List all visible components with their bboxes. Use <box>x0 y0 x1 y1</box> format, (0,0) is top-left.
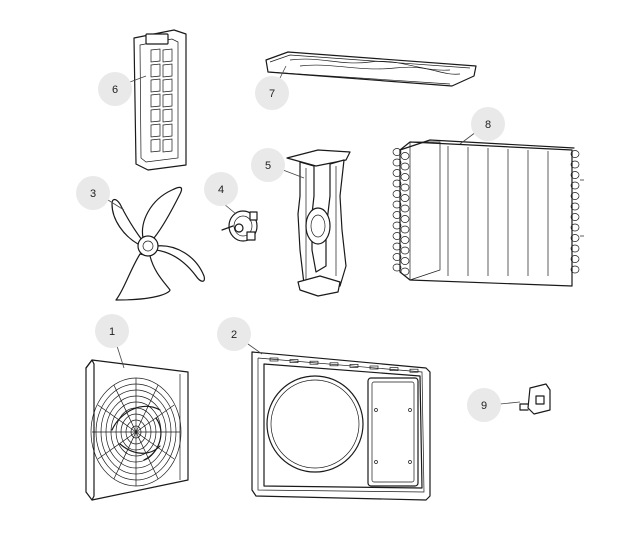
leader-line <box>282 169 305 179</box>
callout-8: 8 <box>459 107 505 145</box>
callout-6: 6 <box>98 72 147 106</box>
callout-bubble <box>467 388 501 422</box>
callout-5: 5 <box>251 148 305 182</box>
callout-number: 3 <box>90 188 96 200</box>
fan-grille-icon <box>85 359 189 501</box>
leader-line <box>223 203 237 215</box>
callout-4: 4 <box>204 172 238 215</box>
leader-line <box>247 343 263 355</box>
callout-number: 9 <box>481 400 487 412</box>
callout-number: 6 <box>112 84 118 96</box>
leader-line <box>459 131 477 145</box>
callout-number: 4 <box>218 184 224 196</box>
callout-bubble <box>217 317 251 351</box>
condenser-coil-icon <box>392 139 584 287</box>
callout-bubble <box>204 172 238 206</box>
callout-bubble <box>255 76 289 110</box>
top-cover-icon <box>265 51 477 87</box>
callout-number: 2 <box>231 329 237 341</box>
small-bracket-icon <box>519 383 551 415</box>
callout-3: 3 <box>76 176 125 211</box>
callout-bubble <box>76 176 110 210</box>
callout-number: 8 <box>485 119 491 131</box>
leader-line <box>499 401 521 405</box>
front-panel-icon <box>251 351 431 501</box>
callout-2: 2 <box>217 317 263 355</box>
callout-1: 1 <box>95 314 129 369</box>
callout-number: 1 <box>109 326 115 338</box>
callout-9: 9 <box>467 388 521 422</box>
callout-bubble <box>95 314 129 348</box>
leader-line <box>116 345 125 369</box>
callout-number: 7 <box>269 88 275 100</box>
leader-line <box>107 199 125 211</box>
leader-line <box>279 65 287 79</box>
fan-blade-icon <box>111 186 205 301</box>
callout-7: 7 <box>255 65 289 110</box>
callout-bubble <box>251 148 285 182</box>
callout-layer: 1 2 3 4 5 6 7 8 9 <box>76 65 521 422</box>
callout-bubble <box>98 72 132 106</box>
fan-motor-icon <box>221 210 258 242</box>
callout-number: 5 <box>265 160 271 172</box>
callout-bubble <box>471 107 505 141</box>
motor-bracket-icon <box>286 149 351 297</box>
side-grille-panel-icon <box>133 29 187 171</box>
leader-line <box>129 75 147 83</box>
